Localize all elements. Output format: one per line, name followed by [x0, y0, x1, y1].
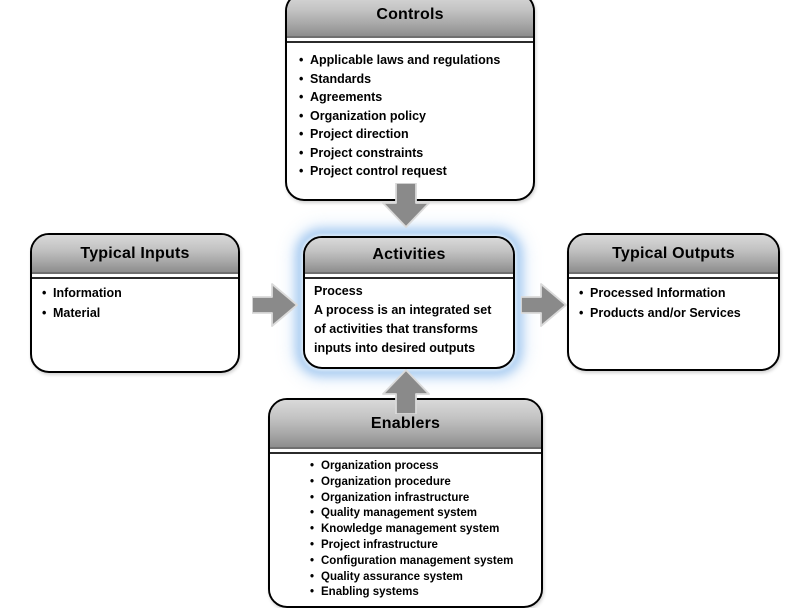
- header-divider: [569, 274, 778, 279]
- list-item: • Information: [42, 283, 232, 303]
- list-item-label: Organization infrastructure: [321, 491, 470, 504]
- list-item-label: Project direction: [310, 127, 409, 141]
- list-item: • Organization infrastructure: [310, 491, 537, 507]
- header-divider: [32, 274, 238, 279]
- up-arrow-icon: [382, 369, 430, 414]
- list-item: • Project infrastructure: [310, 538, 537, 554]
- controls-box-header: Controls: [287, 0, 533, 38]
- enablers-list: • Organization process • Organization proce…: [270, 454, 541, 602]
- bullet-icon: •: [42, 286, 47, 300]
- typical-inputs-list: • Information • Material: [32, 279, 238, 323]
- controls-box: Controls • Applicable laws and regulation…: [285, 0, 535, 201]
- activities-box-header: Activities: [305, 238, 513, 274]
- bullet-icon: •: [310, 570, 315, 583]
- list-item: • Project direction: [299, 125, 527, 144]
- up-arrow-shape: [382, 369, 430, 414]
- down-arrow-shape: [382, 183, 430, 228]
- arrow-inputs-to-activities: [252, 283, 298, 327]
- header-divider: [287, 38, 533, 43]
- list-item-label: Organization policy: [310, 108, 426, 123]
- list-item: • Material: [42, 303, 232, 323]
- header-divider: [305, 274, 513, 279]
- list-item-label: Knowledge management system: [321, 523, 500, 536]
- typical-inputs-box: Typical Inputs • Information • Material: [30, 233, 240, 373]
- arrow-activities-to-outputs: [521, 283, 567, 327]
- list-item-label: Configuration management system: [321, 554, 514, 567]
- arrow-controls-to-activities: [382, 183, 430, 228]
- arrow-enablers-to-activities: [382, 369, 430, 414]
- list-item: • Project control request: [299, 162, 527, 181]
- list-item-label: Project infrastructure: [321, 538, 438, 551]
- bullet-icon: •: [42, 306, 47, 320]
- list-item-label: Quality management system: [321, 507, 477, 520]
- list-item: • Agreements: [299, 88, 527, 107]
- list-item: • Applicable laws and regulations: [299, 51, 527, 70]
- activities-box: Activities Process A process is an integ…: [303, 236, 515, 369]
- controls-title: Controls: [376, 6, 444, 23]
- list-item: • Enabling systems: [310, 585, 537, 601]
- activities-body: Process A process is an integrated set o…: [305, 279, 513, 358]
- list-item: • Project constraints: [299, 144, 527, 163]
- typical-inputs-box-header: Typical Inputs: [32, 235, 238, 274]
- list-item: • Organization process: [310, 459, 537, 475]
- typical-outputs-box: Typical Outputs • Processed Information • P…: [567, 233, 780, 371]
- enablers-title: Enablers: [370, 414, 441, 432]
- bullet-icon: •: [310, 460, 315, 472]
- right-arrow-icon: [521, 283, 567, 327]
- list-item: • Quality assurance system: [310, 570, 537, 586]
- list-item-label: Products and/or Services: [590, 306, 741, 320]
- list-item-label: Processed Information: [590, 286, 726, 300]
- list-item-label: Agreements: [310, 90, 383, 104]
- list-item: • Processed Information: [579, 283, 774, 303]
- bullet-icon: •: [299, 53, 304, 67]
- list-item-label: Standards: [310, 71, 372, 86]
- bullet-icon: •: [310, 538, 315, 551]
- bullet-icon: •: [299, 71, 304, 86]
- bullet-icon: •: [310, 523, 315, 536]
- typical-outputs-list: • Processed Information • Products and/or S…: [569, 279, 778, 323]
- list-item: • Standards: [299, 70, 527, 89]
- typical-outputs-box-header: Typical Outputs: [569, 235, 778, 274]
- bullet-icon: •: [299, 145, 304, 160]
- typical-outputs-title: Typical Outputs: [612, 244, 735, 262]
- activities-heading: Process: [314, 284, 363, 298]
- activities-title: Activities: [372, 246, 446, 263]
- list-item: • Organization policy: [299, 107, 527, 126]
- list-item-label: Enabling systems: [321, 586, 419, 599]
- typical-inputs-title: Typical Inputs: [80, 244, 190, 262]
- bullet-icon: •: [299, 127, 304, 141]
- bullet-icon: •: [579, 306, 584, 320]
- right-arrow-shape: [252, 283, 298, 327]
- bullet-icon: •: [310, 507, 315, 520]
- list-item: • Knowledge management system: [310, 522, 537, 538]
- bullet-icon: •: [579, 286, 584, 300]
- list-item-label: Applicable laws and regulations: [310, 53, 501, 67]
- list-item-label: Project control request: [310, 164, 447, 178]
- right-arrow-icon: [252, 283, 298, 327]
- list-item-label: Quality assurance system: [321, 570, 463, 583]
- right-arrow-shape: [521, 283, 567, 327]
- list-item: • Products and/or Services: [579, 303, 774, 323]
- list-item: • Organization procedure: [310, 475, 537, 491]
- bullet-icon: •: [299, 164, 304, 178]
- list-item: • Quality management system: [310, 506, 537, 522]
- bullet-icon: •: [310, 475, 315, 488]
- list-item: • Configuration management system: [310, 554, 537, 570]
- bullet-icon: •: [310, 586, 315, 599]
- list-item-label: Organization procedure: [321, 475, 451, 488]
- bullet-icon: •: [310, 491, 315, 504]
- bullet-icon: •: [299, 90, 304, 104]
- enablers-box: Enablers • Organization process • Organizat…: [268, 398, 543, 608]
- down-arrow-icon: [382, 183, 430, 228]
- list-item-label: Project constraints: [310, 145, 424, 160]
- bullet-icon: •: [310, 554, 315, 567]
- controls-list: • Applicable laws and regulations • Standar…: [287, 43, 533, 181]
- list-item-label: Information: [53, 286, 122, 300]
- activities-description: A process is an integrated set of activi…: [314, 303, 492, 355]
- header-divider: [270, 449, 541, 454]
- list-item-label: Material: [53, 306, 101, 320]
- bullet-icon: •: [299, 108, 304, 123]
- list-item-label: Organization process: [321, 460, 439, 472]
